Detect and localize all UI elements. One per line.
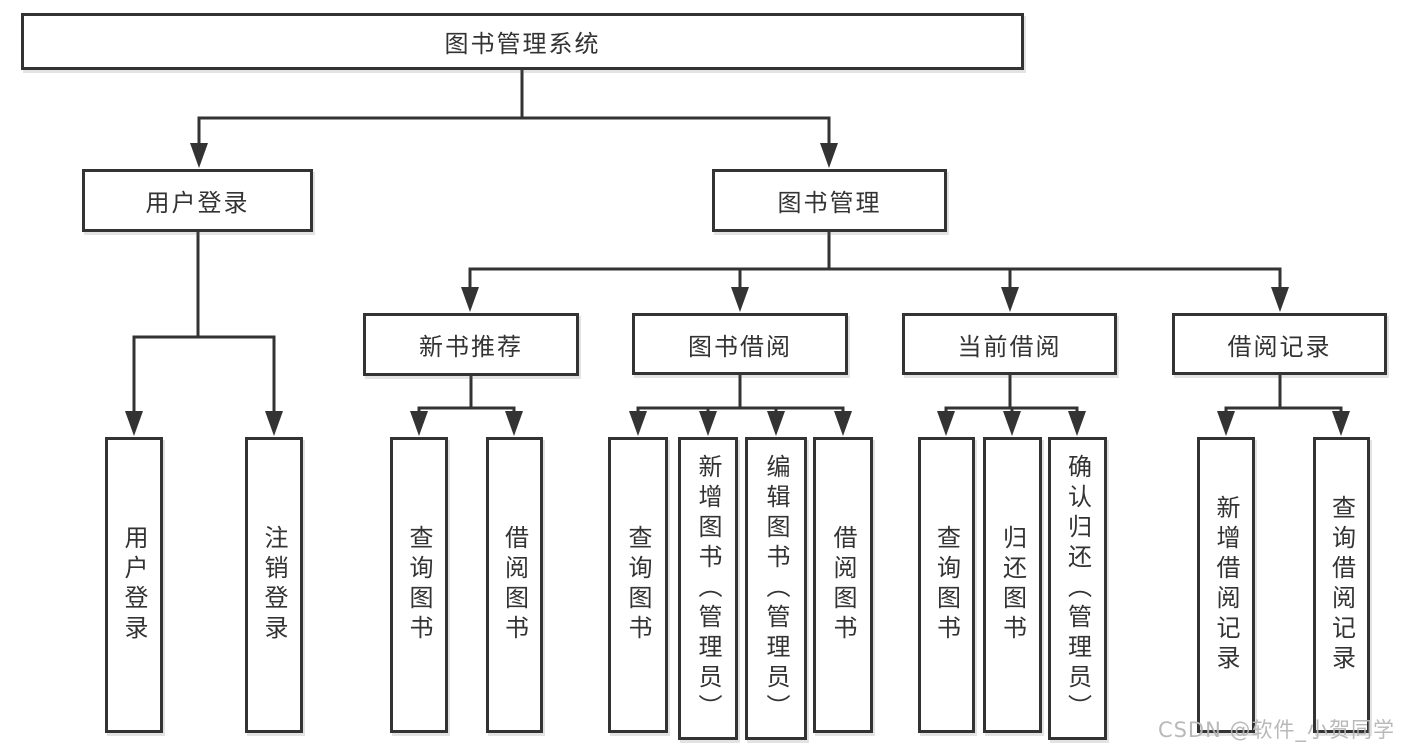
leaf-borrow-books-newbooks: 借阅图书: [486, 437, 543, 733]
node-root-library-system: 图书管理系统: [21, 13, 1024, 70]
leaf-confirm-return-admin: 确认归还（管理员）: [1048, 437, 1107, 740]
node-book-borrow: 图书借阅: [632, 313, 848, 375]
leaf-label: 新增图书（管理员）: [694, 453, 722, 724]
leaf-label: 用户登录: [120, 525, 148, 645]
leaf-label: 编辑图书（管理员）: [762, 453, 790, 724]
node-borrow-records: 借阅记录: [1172, 313, 1387, 375]
leaf-add-book-admin: 新增图书（管理员）: [678, 437, 738, 740]
watermark-text: CSDN @软件_小贺同学: [1157, 718, 1395, 742]
leaf-label: 注销登录: [260, 525, 288, 645]
leaf-label: 借阅图书: [829, 525, 857, 645]
node-book-management: 图书管理: [712, 169, 947, 232]
leaf-label: 新增借阅记录: [1212, 495, 1240, 675]
leaf-query-borrow-record: 查询借阅记录: [1313, 437, 1370, 733]
leaf-label: 查询图书: [932, 525, 961, 645]
leaf-query-books-current: 查询图书: [918, 437, 975, 733]
node-user-login: 用户登录: [82, 169, 313, 232]
leaf-label: 借阅图书: [500, 525, 529, 645]
leaf-query-books-borrow: 查询图书: [608, 437, 668, 733]
leaf-label: 确认归还（管理员）: [1063, 453, 1092, 724]
leaf-add-borrow-record: 新增借阅记录: [1197, 437, 1255, 733]
leaf-label: 归还图书: [998, 525, 1027, 645]
leaf-label: 查询图书: [624, 525, 652, 645]
node-new-book-recommend: 新书推荐: [363, 313, 579, 376]
leaf-user-login: 用户登录: [105, 437, 163, 733]
leaf-label: 查询借阅记录: [1327, 495, 1356, 675]
leaf-label: 查询图书: [405, 525, 433, 645]
leaf-return-book: 归还图书: [983, 437, 1042, 733]
leaf-logout: 注销登录: [245, 437, 303, 733]
leaf-edit-book-admin: 编辑图书（管理员）: [745, 437, 807, 740]
node-current-borrow: 当前借阅: [902, 313, 1117, 375]
arrowheads: [125, 143, 1350, 436]
leaf-borrow-books-borrow: 借阅图书: [813, 437, 873, 733]
leaf-query-books-newbooks: 查询图书: [390, 437, 448, 733]
